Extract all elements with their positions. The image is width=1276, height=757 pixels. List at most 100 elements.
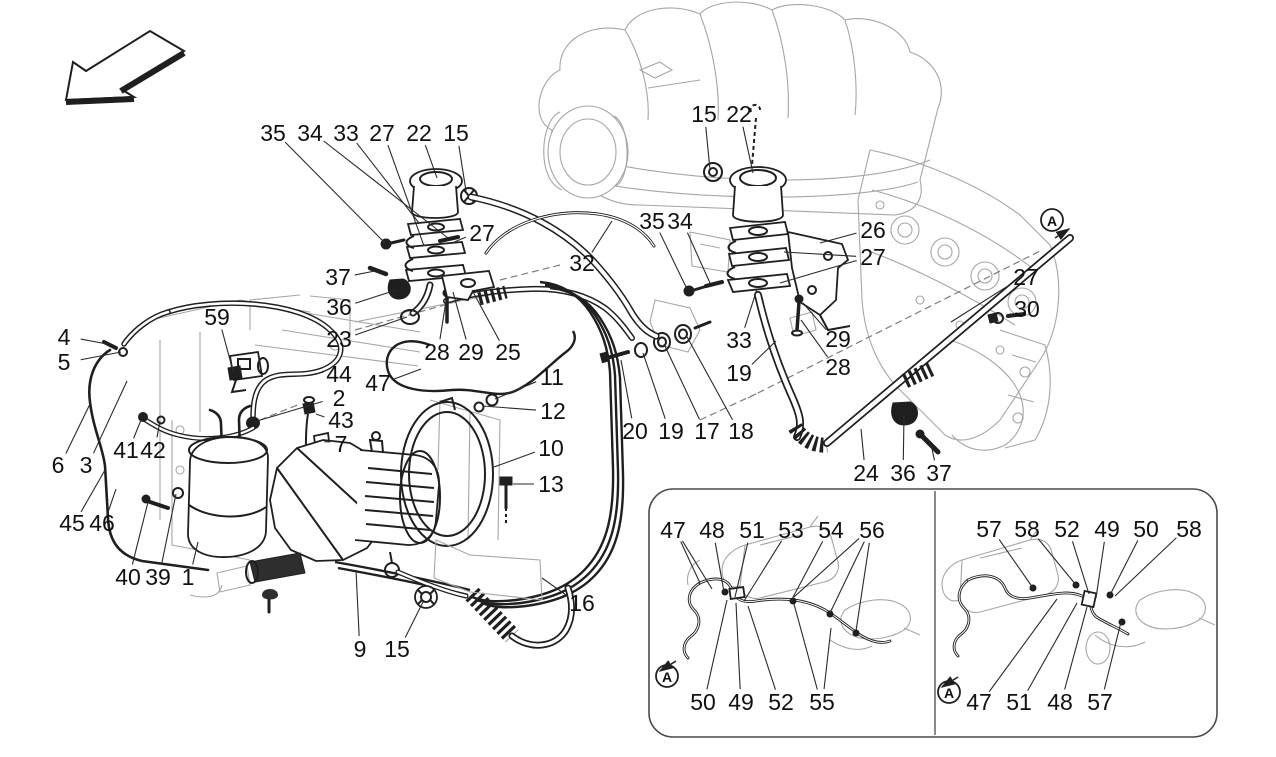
leader-line [284,141,386,244]
leader-line [823,627,832,690]
part-label-16-56: 16 [569,590,595,616]
leader-line [734,542,749,598]
part-label-36-50: 36 [890,460,916,486]
grommet-15 [414,585,438,609]
part-label-34-14: 34 [667,208,693,234]
leader-line [855,542,870,632]
leader-line [356,142,420,224]
leader-line [161,493,177,565]
part-label-22-4: 22 [406,120,432,146]
reservoir-tank-1 [187,404,269,558]
leader-line [860,428,865,461]
leader-line [620,359,633,419]
leader-line [256,400,323,422]
leader-line [705,126,711,171]
leader-line [192,541,199,565]
leader-line [482,405,537,411]
rubber-plug [262,589,278,600]
view-marker-letter: A [1047,213,1057,229]
part-label-43-23: 43 [328,407,354,433]
leader-line [790,541,824,602]
part-label-51-74: 51 [1006,689,1032,715]
part-label-58-68: 58 [1014,516,1040,542]
part-label-32-12: 32 [569,250,595,276]
leader-line [988,598,1058,692]
leader-line [493,451,536,468]
leader-line [541,577,568,597]
leader-line [744,288,758,328]
leader-line [393,368,422,380]
part-label-42-31: 42 [140,437,166,463]
leader-line [80,469,106,513]
part-label-59-25: 59 [204,304,230,330]
part-label-36-9: 36 [326,294,352,320]
part-label-52-65: 52 [768,689,794,715]
inset-left-art [682,515,921,660]
part-label-22-7: 22 [726,101,752,127]
air-valve-1 [400,168,478,325]
highlighted-parts-art [64,29,1074,649]
view-marker-letter: A [662,669,672,685]
leader-line [321,370,324,373]
part-label-15-6: 15 [691,101,717,127]
part-label-45-32: 45 [59,510,85,536]
part-label-33-2: 33 [333,120,359,146]
leader-line [714,542,725,593]
leader-line [354,270,376,276]
air-valve-2 [703,104,792,293]
leader-line [783,251,857,257]
leader-line [424,144,438,179]
part-label-33-45: 33 [726,327,752,353]
leader-line [950,283,1012,323]
leader-line [452,291,467,340]
leader-line [1114,537,1177,597]
part-label-29-18: 29 [458,339,484,365]
leader-line [819,232,857,244]
left-hose-group [88,300,344,572]
part-label-58-72: 58 [1176,516,1202,542]
leader-line [706,599,728,690]
part-label-26-15: 26 [860,217,886,243]
part-label-25-19: 25 [495,339,521,365]
bolt-37 [367,265,389,277]
leader-line [1005,313,1012,318]
pipe-union-cluster [599,320,712,364]
leader-line [779,259,857,284]
part-label-18-44: 18 [728,418,754,444]
leader-line [92,380,128,454]
part-label-23-10: 23 [326,326,352,352]
leader-line [742,126,754,174]
part-label-28-48: 28 [825,354,851,380]
leader-line [354,316,408,336]
part-label-30-53: 30 [1014,296,1040,322]
part-label-5-27: 5 [58,349,71,375]
leader-line [747,605,776,690]
leader-line [458,145,467,192]
pipe-clamp-36 [891,401,918,426]
air-delivery-pipe-24 [754,234,1074,455]
part-label-49-64: 49 [728,689,754,715]
leader-line [1103,621,1122,690]
leader-line [80,338,108,345]
part-label-15-55: 15 [384,636,410,662]
part-label-27-11: 27 [469,220,495,246]
part-label-28-17: 28 [424,339,450,365]
part-label-11-37: 11 [540,364,564,390]
clamp-36 [387,278,411,300]
leader-line [800,319,828,358]
part-label-24-49: 24 [853,460,879,486]
leader-line [681,540,713,590]
leader-line [802,302,827,331]
part-label-57-67: 57 [976,516,1002,542]
leader-line [998,539,1034,589]
leader-line [131,501,149,565]
leader-line [65,403,91,454]
part-label-57-76: 57 [1087,689,1113,715]
part-label-40-34: 40 [115,564,141,590]
part-label-17-43: 17 [694,418,720,444]
leader-line [680,541,701,584]
leader-line [685,334,734,420]
